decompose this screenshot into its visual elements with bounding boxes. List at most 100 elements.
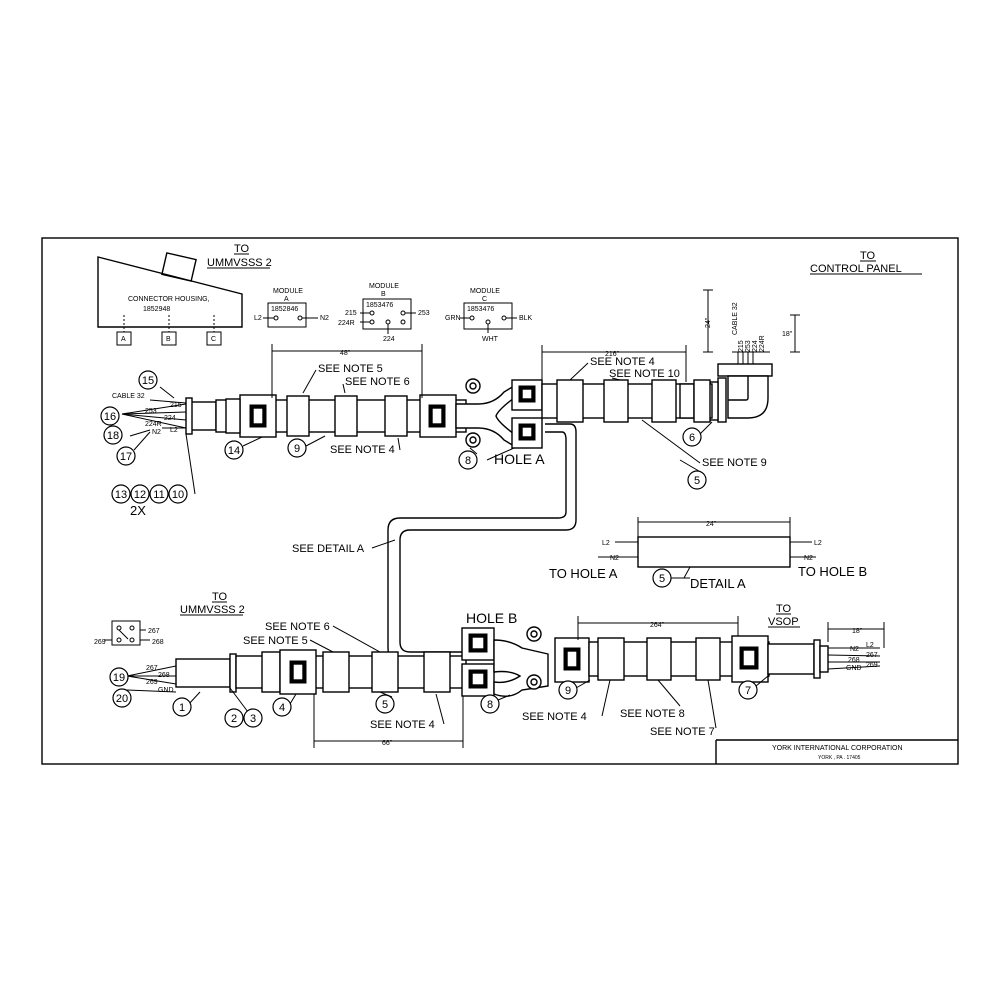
ummvsss-bottom-label: UMMVSSS 2	[180, 604, 245, 616]
balloon-b9b: 9	[558, 680, 578, 700]
bottom-harness	[175, 626, 829, 697]
svg-text:10: 10	[172, 489, 184, 501]
svg-text:L2: L2	[602, 540, 610, 547]
svg-text:48": 48"	[340, 350, 351, 357]
svg-text:B: B	[381, 291, 386, 298]
balloon-b11: 11	[149, 484, 169, 504]
svg-text:5: 5	[659, 573, 665, 585]
balloon-b1: 1	[172, 697, 192, 717]
balloon-b18: 18	[103, 425, 123, 445]
balloon-b5b: 5	[652, 568, 672, 588]
svg-text:4: 4	[279, 702, 285, 714]
svg-text:224: 224	[164, 415, 176, 422]
company-name: YORK INTERNATIONAL CORPORATION	[772, 745, 903, 752]
note-6-top: SEE NOTE 6	[345, 376, 410, 388]
to-label-bottom-left: TO	[212, 591, 228, 603]
module-b: MODULE B 1853476 215 224R 253 224	[338, 283, 430, 343]
elbow-connector	[709, 363, 773, 423]
svg-text:N2: N2	[152, 429, 161, 436]
balloon-b6: 6	[682, 427, 702, 447]
svg-text:17: 17	[120, 451, 132, 463]
top-harness	[185, 378, 713, 449]
dim-48: 48"	[271, 344, 423, 398]
leader-line	[289, 693, 297, 705]
svg-text:216": 216"	[605, 351, 620, 358]
svg-text:3: 3	[250, 713, 256, 725]
note-4-bottom: SEE NOTE 4	[370, 719, 435, 731]
pin-b: B	[166, 336, 171, 343]
note-7: SEE NOTE 7	[650, 726, 715, 738]
note-5-top: SEE NOTE 5	[318, 363, 383, 375]
dim-66: 66"	[313, 694, 464, 748]
svg-text:L2: L2	[866, 642, 874, 649]
tr-cable32: CABLE 32	[732, 302, 739, 335]
hole-a-label: HOLE A	[494, 451, 545, 467]
svg-text:224R: 224R	[145, 421, 162, 428]
dim-24-top: 24"	[705, 317, 712, 328]
dim-24-detail: 24"	[706, 521, 717, 528]
note-5-bottom: SEE NOTE 5	[243, 635, 308, 647]
balloon-b5c: 5	[375, 694, 395, 714]
note-9: SEE NOTE 9	[702, 457, 767, 469]
svg-text:14: 14	[228, 445, 240, 457]
svg-text:253: 253	[745, 340, 752, 352]
svg-text:2: 2	[231, 713, 237, 725]
to-hole-b: TO HOLE B	[798, 564, 867, 579]
svg-text:CABLE 32: CABLE 32	[112, 393, 145, 400]
svg-text:6: 6	[689, 432, 695, 444]
svg-text:N2: N2	[610, 555, 619, 562]
note-4-top: SEE NOTE 4	[330, 444, 395, 456]
balloon-b10: 10	[168, 484, 188, 504]
svg-text:224R: 224R	[338, 320, 355, 327]
balloon-b20: 20	[112, 688, 132, 708]
switch-symbol: 267 268 269	[94, 620, 164, 646]
svg-text:N2: N2	[320, 315, 329, 322]
svg-text:12: 12	[134, 489, 146, 501]
svg-text:253: 253	[418, 310, 430, 317]
balloon-b16: 16	[100, 406, 120, 426]
svg-text:8: 8	[465, 455, 471, 467]
svg-text:215: 215	[345, 310, 357, 317]
connector-housing-label: CONNECTOR HOUSING,	[128, 296, 210, 303]
svg-text:L2: L2	[170, 427, 178, 434]
svg-text:7: 7	[745, 685, 751, 697]
svg-text:215: 215	[738, 340, 745, 352]
leader-line	[305, 435, 326, 447]
svg-text:MODULE: MODULE	[369, 283, 399, 290]
svg-text:L2: L2	[814, 540, 822, 547]
svg-text:5: 5	[694, 475, 700, 487]
module-a: MODULE A 1852846 L2 N2	[254, 288, 329, 328]
top-left-wires: CABLE 32 215 253 224 224R L2 N2	[112, 386, 196, 495]
drawing-border	[41, 237, 959, 765]
vsop-wires: 18" L2 N2 267 268 269 GND	[827, 622, 885, 672]
svg-text:267: 267	[866, 652, 878, 659]
to-hole-a: TO HOLE A	[549, 566, 618, 581]
balloon-b4: 4	[272, 697, 292, 717]
module-c: MODULE C 1853476 GRN BLK WHT	[445, 288, 533, 343]
svg-text:GRN: GRN	[445, 315, 461, 322]
balloon-b13: 13	[111, 484, 131, 504]
balloon-b3: 3	[243, 708, 263, 728]
svg-text:C: C	[482, 296, 487, 303]
balloon-b14: 14	[224, 440, 244, 460]
detail-a-title: DETAIL A	[690, 576, 746, 591]
svg-text:11: 11	[153, 489, 164, 501]
pin-a: A	[121, 336, 126, 343]
svg-text:224: 224	[752, 340, 759, 352]
svg-text:13: 13	[115, 489, 127, 501]
balloon-b9a: 9	[287, 438, 307, 458]
svg-text:268: 268	[152, 639, 164, 646]
svg-text:MODULE: MODULE	[273, 288, 303, 295]
balloon-b8b: 8	[480, 694, 500, 714]
qty-2x: 2X	[130, 503, 146, 518]
svg-text:L2: L2	[254, 315, 262, 322]
leader-line	[699, 421, 713, 435]
svg-text:1852846: 1852846	[271, 306, 298, 313]
svg-text:1: 1	[179, 702, 185, 714]
dim-264: 264"	[577, 616, 739, 640]
leader-line	[469, 447, 478, 455]
detail-a: 24" L2 N2 L2 N2 TO HOLE A TO HOLE B DETA…	[549, 517, 867, 591]
svg-text:215: 215	[170, 402, 182, 409]
